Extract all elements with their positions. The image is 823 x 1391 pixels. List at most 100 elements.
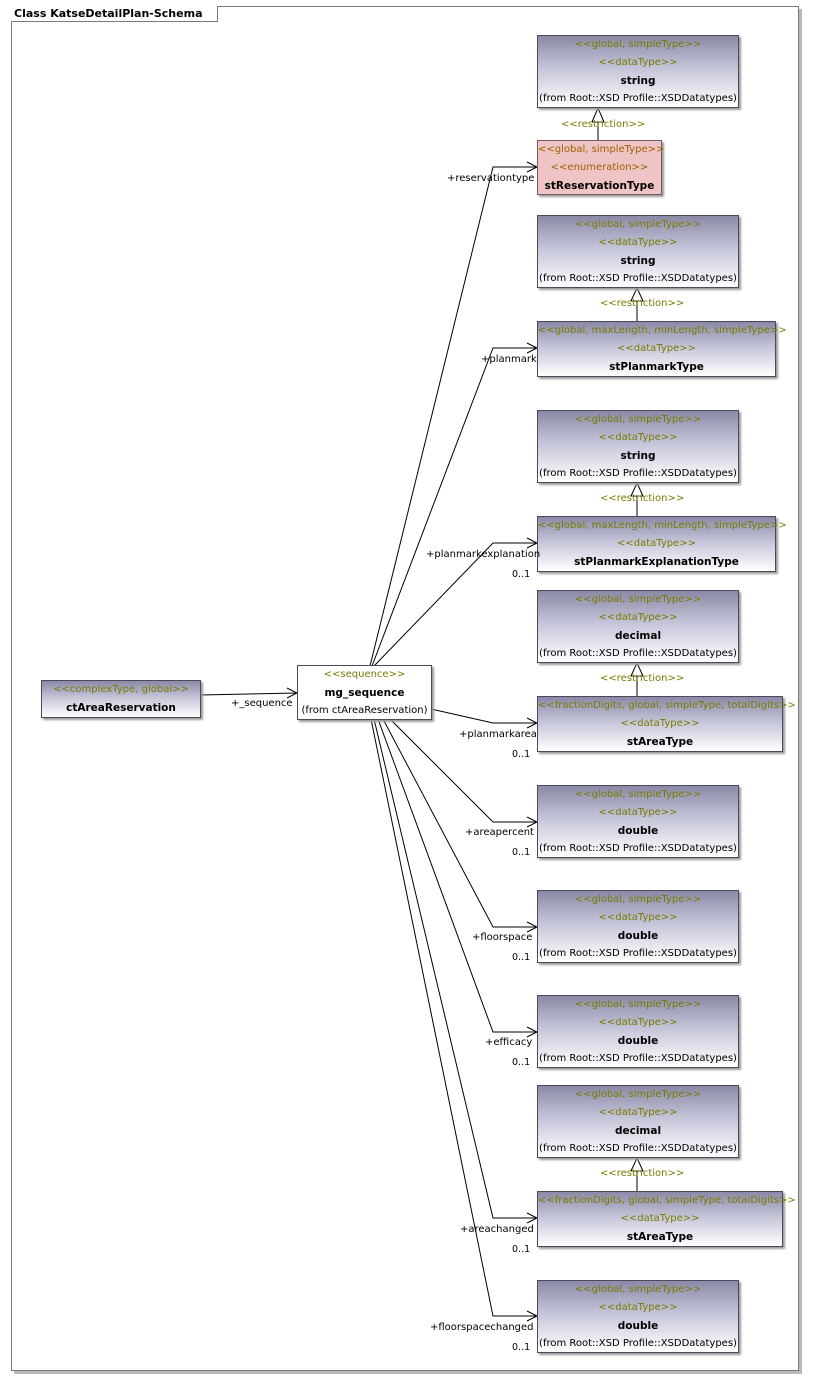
role-label: +reservationtype xyxy=(447,173,535,184)
multiplicity-label: 0..1 xyxy=(512,569,531,580)
role-label: +floorspacechanged xyxy=(430,1322,534,1333)
generalization-arrow xyxy=(630,481,644,497)
stereotype: <<dataType>> xyxy=(598,912,678,923)
class-double[interactable]: <<global, simpleType>> <<dataType>> doub… xyxy=(537,995,739,1068)
class-name: double xyxy=(617,825,659,837)
class-origin: (from ctAreaReservation) xyxy=(301,705,428,716)
assoc-areachanged xyxy=(373,718,537,1219)
stereotype: <<dataType>> xyxy=(620,1213,700,1224)
multiplicity-label: 0..1 xyxy=(512,1244,531,1255)
stereotype: <<dataType>> xyxy=(598,807,678,818)
generalization-arrow xyxy=(591,106,605,123)
class-name: stAreaType xyxy=(626,736,694,748)
class-ctAreaReservation[interactable]: <<complexType, global>> ctAreaReservatio… xyxy=(41,680,201,718)
stereotype: <<global, simpleType>> xyxy=(574,219,702,230)
assoc-floorspacechanged xyxy=(370,718,537,1317)
assoc-reservationtype xyxy=(369,166,537,667)
class-name: stPlanmarkExplanationType xyxy=(574,556,739,568)
class-origin: (from Root::XSD Profile::XSDDatatypes) xyxy=(539,1338,737,1349)
stereotype: <<global, simpleType>> xyxy=(574,999,702,1010)
class-name: ctAreaReservation xyxy=(66,702,176,714)
generalization-arrow xyxy=(630,1156,644,1172)
class-name: decimal xyxy=(614,630,662,642)
assoc-planmark xyxy=(371,347,537,667)
class-name: stReservationType xyxy=(544,180,655,192)
sequence-role-label: +_sequence xyxy=(231,698,293,709)
class-name: string xyxy=(620,450,656,462)
stereotype: <<dataType>> xyxy=(598,237,678,248)
stereotype: <<dataType>> xyxy=(616,343,696,354)
class-string[interactable]: <<global, simpleType>> <<dataType>> stri… xyxy=(537,215,739,288)
restriction-label: <<restriction>> xyxy=(600,298,685,309)
class-stPlanmarkExplanationType[interactable]: <<global, maxLength, minLength, simpleTy… xyxy=(537,516,787,572)
stereotype: <<global, simpleType>> xyxy=(574,39,702,50)
generalization-arrow xyxy=(630,661,644,677)
stereotype: <<global, simpleType>> xyxy=(574,414,702,425)
stereotype: <<global, simpleType>> xyxy=(574,789,702,800)
class-name: string xyxy=(620,255,656,267)
role-label: +areachanged xyxy=(460,1224,534,1235)
stereotype: <<enumeration>> xyxy=(550,162,649,173)
role-label: +planmark xyxy=(481,354,537,365)
class-decimal[interactable]: <<global, simpleType>> <<dataType>> deci… xyxy=(537,1085,739,1158)
stereotype: <<global, maxLength, minLength, simpleTy… xyxy=(538,325,787,336)
multiplicity-label: 0..1 xyxy=(512,847,531,858)
stereotype: <<dataType>> xyxy=(598,612,678,623)
multiplicity-label: 0..1 xyxy=(512,1342,531,1353)
role-label: +planmarkarea xyxy=(459,729,537,740)
stereotype: <<global, maxLength, minLength, simpleTy… xyxy=(538,520,787,531)
assoc-floorspace xyxy=(382,718,537,928)
class-double[interactable]: <<global, simpleType>> <<dataType>> doub… xyxy=(537,890,739,963)
stereotype: <<dataType>> xyxy=(598,1107,678,1118)
class-decimal[interactable]: <<global, simpleType>> <<dataType>> deci… xyxy=(537,590,739,663)
class-string[interactable]: <<global, simpleType>> <<dataType>> stri… xyxy=(537,410,739,483)
assoc-planmarkexplanation xyxy=(373,542,537,667)
class-stReservationType[interactable]: <<global, simpleType>> <<enumeration>> s… xyxy=(537,140,665,195)
restriction-label: <<restriction>> xyxy=(600,493,685,504)
class-stPlanmarkType[interactable]: <<global, maxLength, minLength, simpleTy… xyxy=(537,321,787,377)
class-name: decimal xyxy=(614,1125,662,1137)
class-name: double xyxy=(617,930,659,942)
class-origin: (from Root::XSD Profile::XSDDatatypes) xyxy=(539,93,737,104)
stereotype: <<global, simpleType>> xyxy=(574,1089,702,1100)
class-stAreaType[interactable]: <<fractionDigits, global, simpleType, to… xyxy=(537,696,796,752)
class-name: stPlanmarkType xyxy=(609,361,704,373)
class-origin: (from Root::XSD Profile::XSDDatatypes) xyxy=(539,648,737,659)
role-label: +floorspace xyxy=(472,932,533,943)
restriction-label: <<restriction>> xyxy=(561,119,646,130)
role-label: +efficacy xyxy=(485,1037,533,1048)
class-mg-sequence[interactable]: <<sequence>> mg_sequence (from ctAreaRes… xyxy=(297,665,432,720)
class-origin: (from Root::XSD Profile::XSDDatatypes) xyxy=(539,1053,737,1064)
multiplicity-label: 0..1 xyxy=(512,1057,531,1068)
stereotype: <<global, simpleType>> xyxy=(538,144,665,155)
class-name: double xyxy=(617,1320,659,1332)
stereotype: <<global, simpleType>> xyxy=(574,894,702,905)
multiplicity-label: 0..1 xyxy=(512,749,531,760)
class-name: mg_sequence xyxy=(324,687,405,699)
stereotype: <<dataType>> xyxy=(598,1017,678,1028)
role-label: +planmarkexplanation xyxy=(426,549,541,560)
generalization-arrow xyxy=(630,286,644,302)
restriction-label: <<restriction>> xyxy=(600,673,685,684)
diagram-title: Class KatseDetailPlan-Schema xyxy=(11,6,218,22)
stereotype: <<complexType, global>> xyxy=(53,684,189,695)
assoc-planmarkarea xyxy=(430,708,537,724)
stereotype: <<fractionDigits, global, simpleType, to… xyxy=(538,700,796,711)
class-origin: (from Root::XSD Profile::XSDDatatypes) xyxy=(539,948,737,959)
role-label: +areapercent xyxy=(465,827,534,838)
class-string[interactable]: <<global, simpleType>> <<dataType>> stri… xyxy=(537,35,739,108)
assoc-efficacy xyxy=(377,718,537,1033)
class-double[interactable]: <<global, simpleType>> <<dataType>> doub… xyxy=(537,785,739,858)
class-name: stAreaType xyxy=(626,1231,694,1243)
stereotype: <<fractionDigits, global, simpleType, to… xyxy=(538,1195,796,1206)
stereotype: <<dataType>> xyxy=(598,432,678,443)
class-name: double xyxy=(617,1035,659,1047)
class-origin: (from Root::XSD Profile::XSDDatatypes) xyxy=(539,468,737,479)
stereotype: <<sequence>> xyxy=(323,669,406,680)
assoc-areapercent xyxy=(389,718,537,823)
sequence-link xyxy=(199,692,298,696)
class-double[interactable]: <<global, simpleType>> <<dataType>> doub… xyxy=(537,1280,739,1353)
restriction-label: <<restriction>> xyxy=(600,1168,685,1179)
class-stAreaType[interactable]: <<fractionDigits, global, simpleType, to… xyxy=(537,1191,796,1247)
